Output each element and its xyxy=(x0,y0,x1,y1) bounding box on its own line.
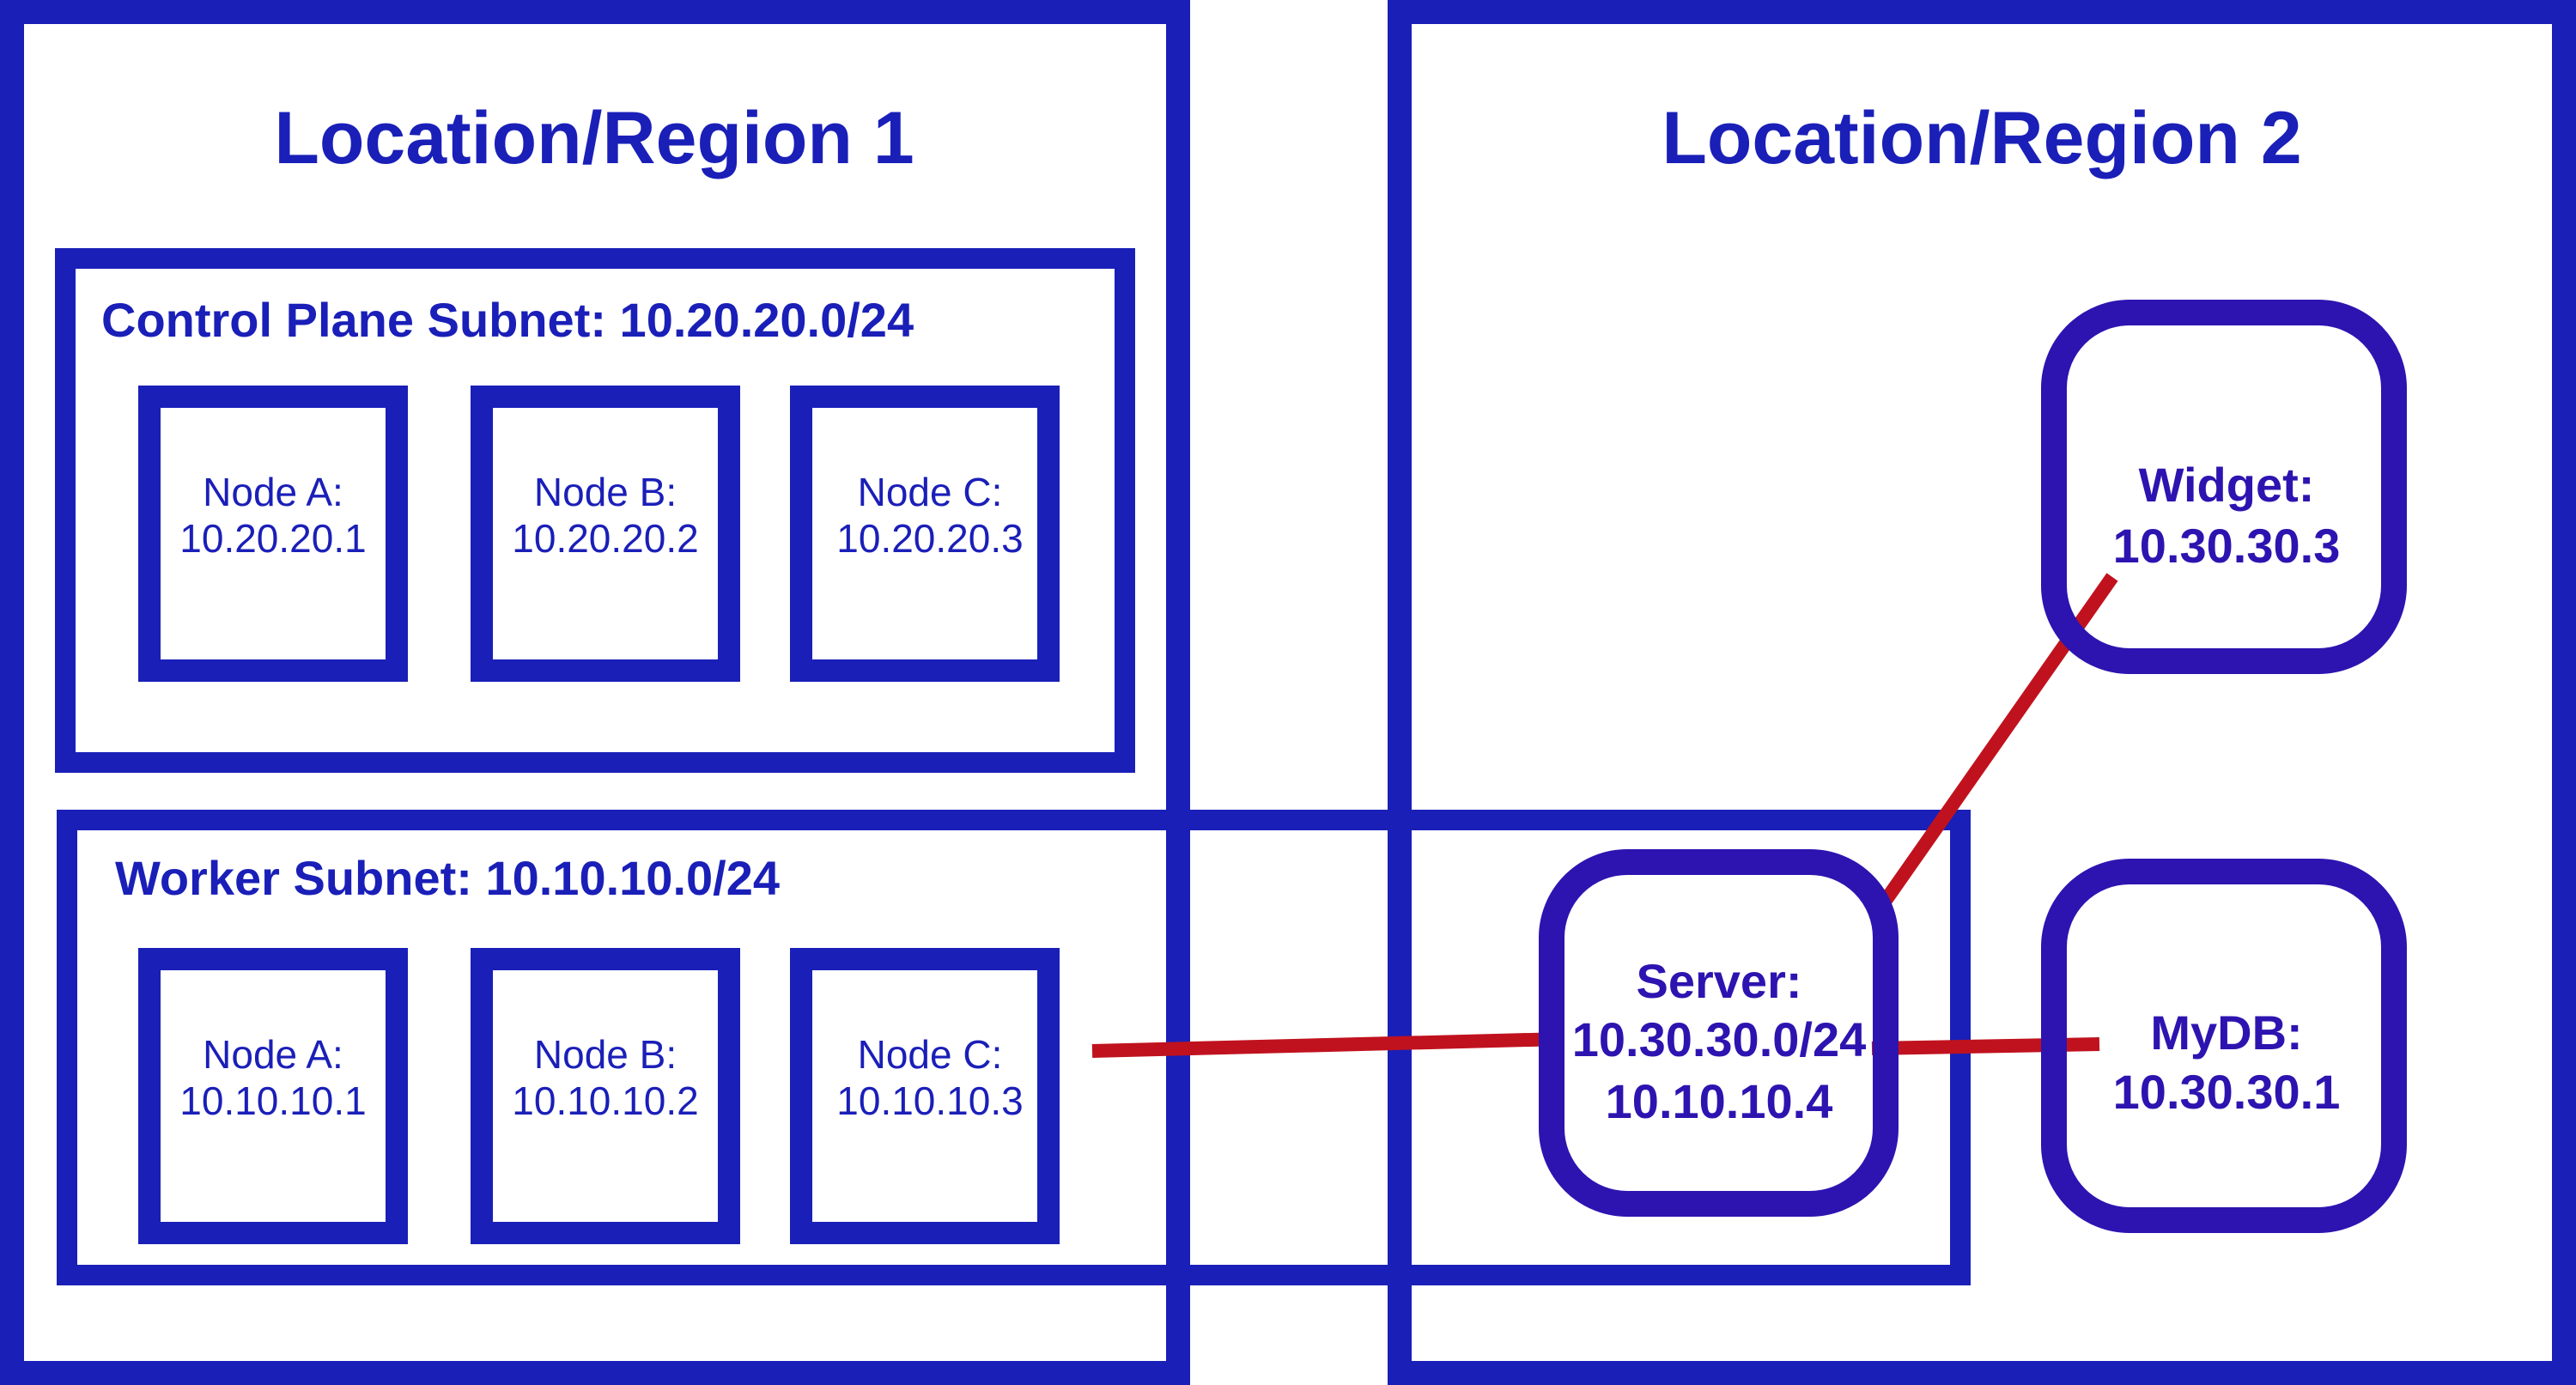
worker-node-a-name: Node A: xyxy=(203,1032,343,1077)
mydb-box xyxy=(2041,859,2407,1233)
region-2-title: Location/Region 2 xyxy=(1662,97,2301,179)
mydb-name: MyDB: xyxy=(2150,1005,2302,1060)
server-subnet: 10.30.30.0/24 xyxy=(1572,1012,1867,1066)
server-ip: 10.10.10.4 xyxy=(1606,1074,1833,1128)
link-worker-node-c-to-server xyxy=(1091,1032,1564,1058)
region-1-title: Location/Region 1 xyxy=(274,97,914,179)
region-1-box xyxy=(0,0,1190,1385)
worker-node-a-box xyxy=(138,948,408,1244)
widget-name: Widget: xyxy=(2139,458,2315,512)
worker-node-b-box xyxy=(471,948,740,1244)
worker-node-c-ip: 10.10.10.3 xyxy=(836,1078,1023,1123)
worker-node-b-name: Node B: xyxy=(534,1032,677,1077)
control-node-c-ip: 10.20.20.3 xyxy=(836,516,1023,561)
mydb-ip: 10.30.30.1 xyxy=(2113,1065,2341,1119)
worker-node-a-ip: 10.10.10.1 xyxy=(179,1078,366,1123)
control-node-a-ip: 10.20.20.1 xyxy=(179,516,366,561)
control-node-b-ip: 10.20.20.2 xyxy=(512,516,698,561)
worker-node-c-name: Node C: xyxy=(858,1032,1003,1077)
control-node-c-name: Node C: xyxy=(858,470,1003,514)
server-box xyxy=(1539,849,1899,1217)
control-plane-subnet-box xyxy=(55,248,1135,773)
control-plane-subnet-label: Control Plane Subnet: 10.20.20.0/24 xyxy=(101,293,914,347)
server-name: Server: xyxy=(1636,954,1801,1008)
widget-box xyxy=(2041,300,2407,674)
control-node-a-box xyxy=(138,386,408,682)
control-node-b-box xyxy=(471,386,740,682)
control-node-a-name: Node A: xyxy=(203,470,343,514)
worker-node-c-box xyxy=(790,948,1060,1244)
worker-node-b-ip: 10.10.10.2 xyxy=(512,1078,698,1123)
worker-subnet-label: Worker Subnet: 10.10.10.0/24 xyxy=(115,851,780,905)
control-node-b-name: Node B: xyxy=(534,470,677,514)
region-2-box xyxy=(1388,0,2576,1385)
control-node-c-box xyxy=(790,386,1060,682)
widget-ip: 10.30.30.3 xyxy=(2113,519,2341,573)
